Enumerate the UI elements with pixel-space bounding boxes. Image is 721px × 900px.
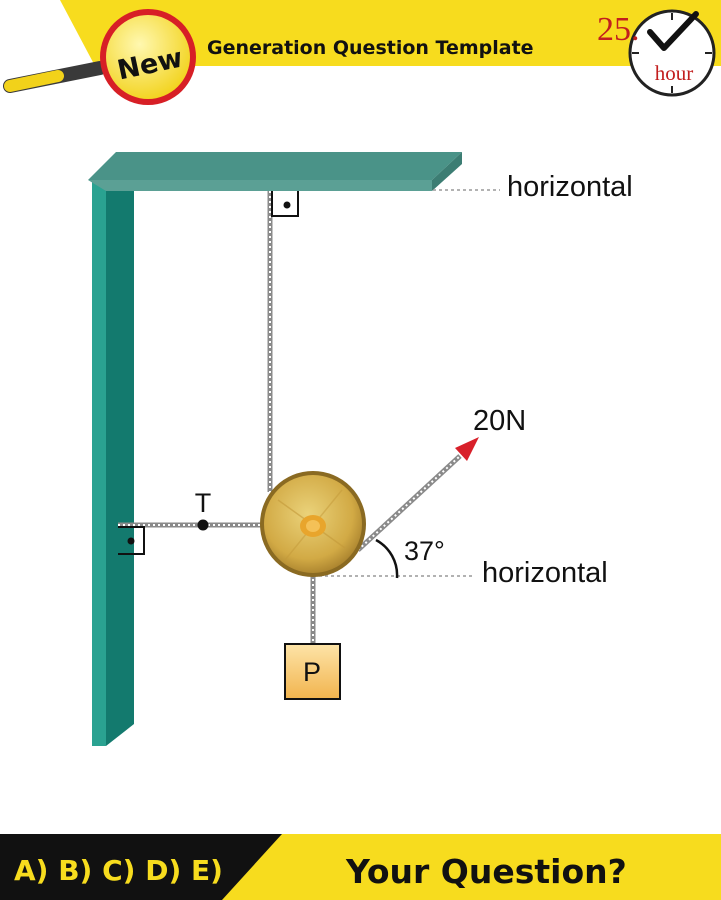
bottom-horizontal-label: horizontal bbox=[482, 557, 608, 589]
weight-box bbox=[284, 643, 341, 700]
pulley-wheel bbox=[260, 471, 366, 577]
angle-label: 37° bbox=[404, 536, 445, 566]
wall-right-angle-marker bbox=[118, 526, 145, 555]
ceiling-right-angle-marker bbox=[271, 191, 299, 217]
tension-point bbox=[197, 519, 209, 531]
header-banner bbox=[60, 0, 721, 66]
magnifier-icon bbox=[3, 9, 196, 105]
force-rope bbox=[356, 454, 462, 552]
tension-label: T bbox=[195, 488, 212, 518]
weight-label: P bbox=[303, 657, 321, 687]
force-arrowhead bbox=[455, 437, 479, 461]
force-label: 20N bbox=[473, 405, 526, 437]
header-title: Generation Question Template bbox=[207, 37, 534, 59]
check-mark-icon bbox=[647, 11, 699, 51]
lesson-unit: hour bbox=[655, 61, 694, 85]
vertical-wall bbox=[92, 180, 134, 746]
ceiling-beam bbox=[88, 152, 462, 191]
lesson-number: 25. bbox=[597, 11, 640, 48]
footer-banner bbox=[0, 834, 721, 900]
answer-options: A) B) C) D) E) bbox=[14, 854, 223, 887]
angle-arc bbox=[375, 538, 399, 579]
question-placeholder: Your Question? bbox=[345, 852, 627, 891]
banner-yellow-strip bbox=[60, 0, 721, 66]
top-horizontal-label: horizontal bbox=[507, 171, 633, 203]
